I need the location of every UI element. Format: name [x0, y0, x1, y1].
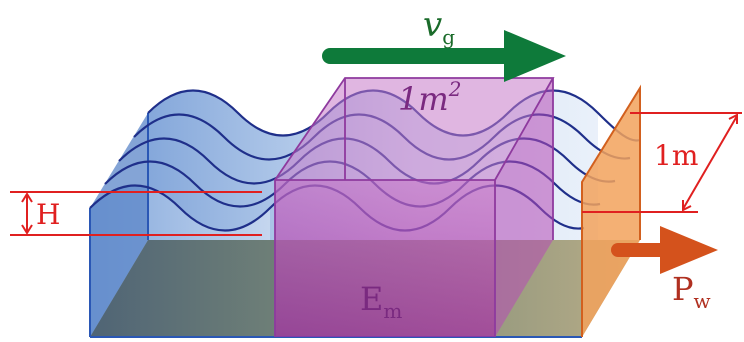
- group-velocity-label: vg: [423, 5, 455, 49]
- box-front-face: [275, 180, 495, 337]
- height-label: H: [36, 198, 60, 231]
- width-label: 1m: [654, 139, 698, 172]
- energy-column-box: [274, 77, 555, 337]
- water-side-face: [90, 113, 148, 337]
- power-label: Pw: [672, 270, 711, 313]
- group-velocity-arrow: [322, 30, 566, 82]
- area-label: 1m2: [398, 77, 461, 118]
- height-measure: [10, 191, 262, 236]
- width-measure: [582, 112, 742, 213]
- box-right-face: [495, 78, 553, 337]
- energy-label: Em: [360, 280, 402, 323]
- power-arrow: [611, 226, 718, 274]
